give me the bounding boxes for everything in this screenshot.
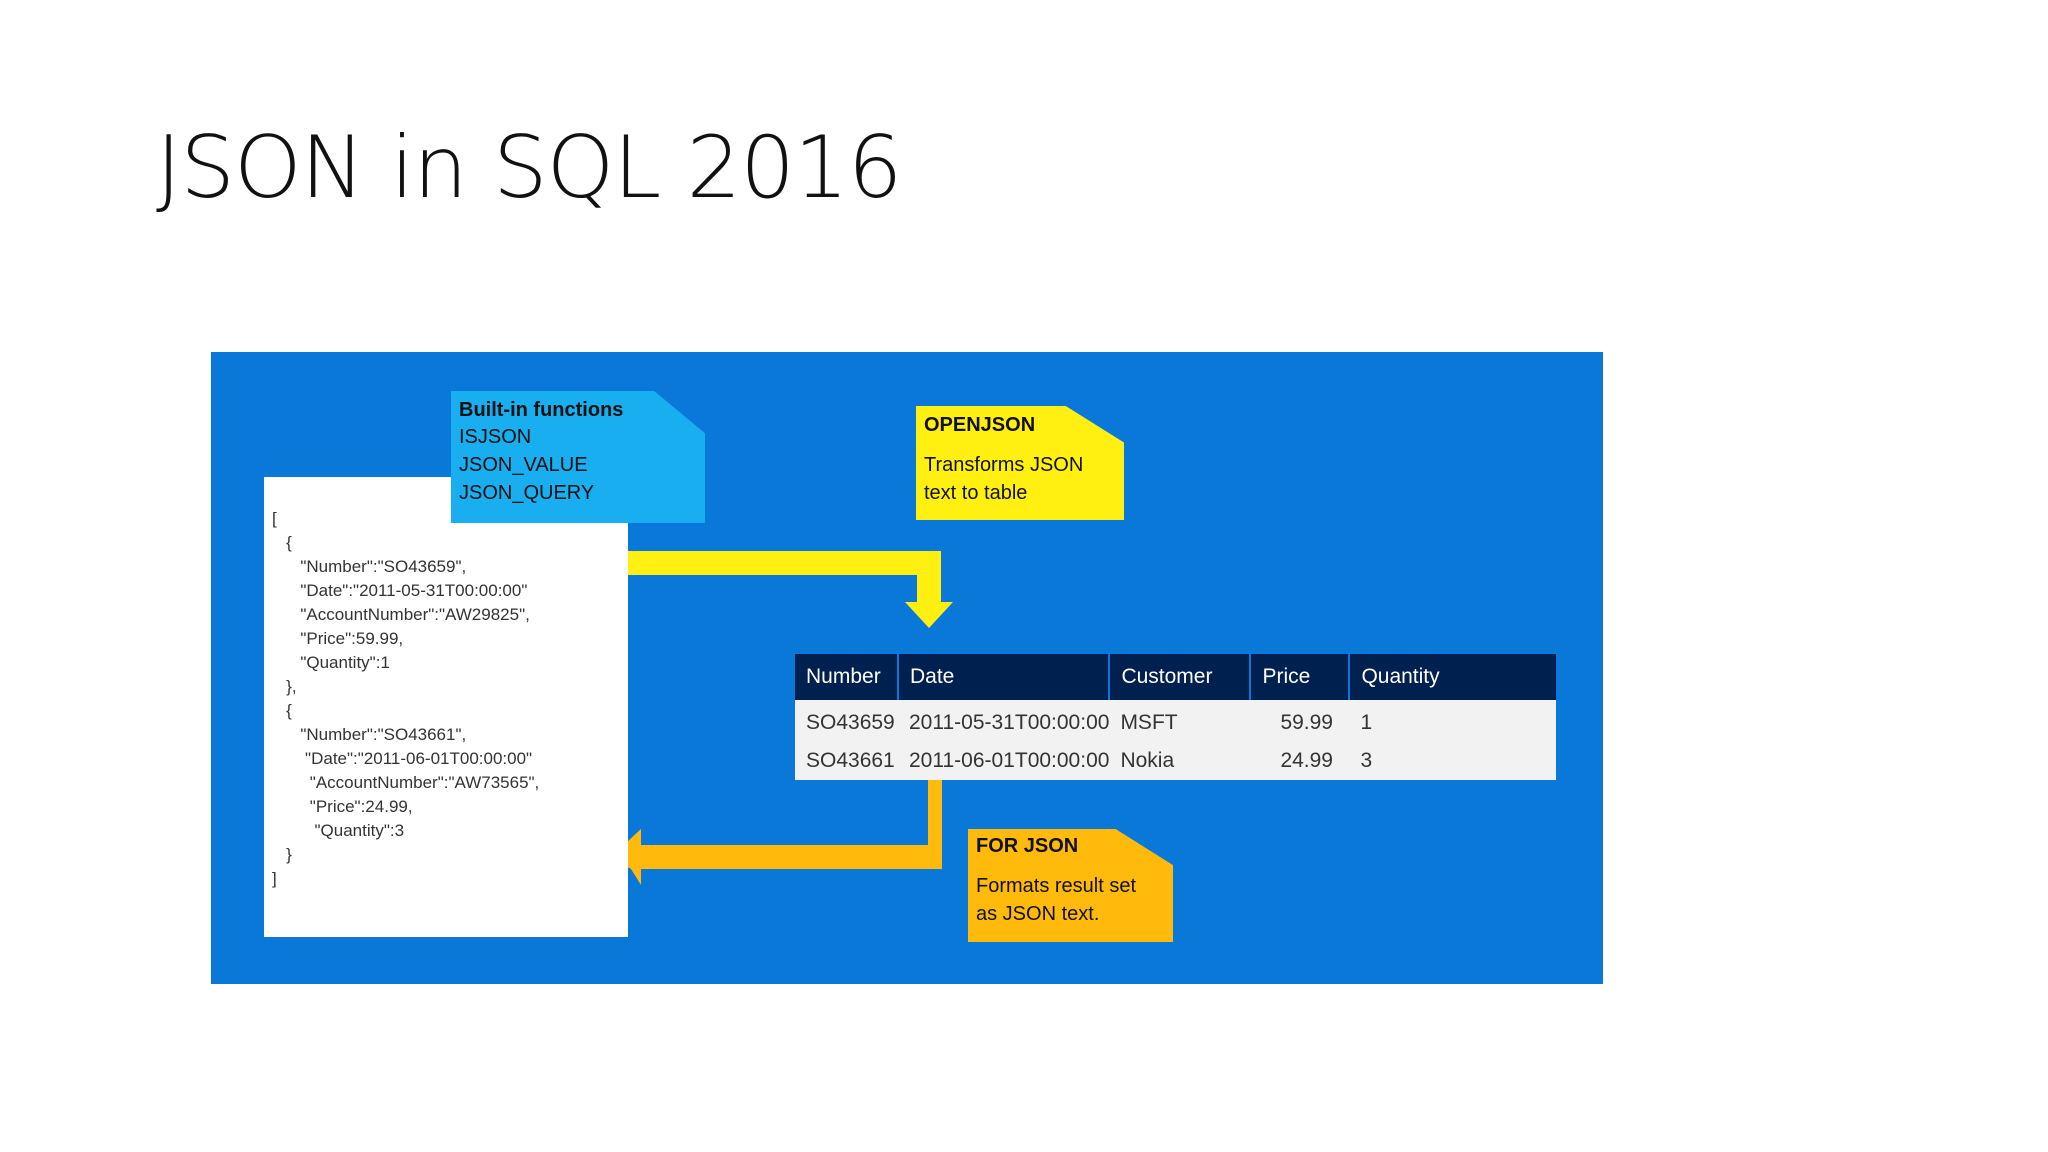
column-header: Customer (1109, 654, 1252, 700)
table-row: SO43659 2011-05-31T00:00:00 MSFT 59.99 1 (795, 700, 1556, 742)
column-header: Price (1250, 654, 1351, 700)
openjson-desc-line: Transforms JSON (924, 454, 1084, 476)
table-cell: 2011-06-01T00:00:00 (898, 742, 1110, 780)
json-line: }, (272, 677, 297, 696)
table-cell: 3 (1349, 742, 1556, 780)
openjson-title: OPENJSON (924, 414, 1036, 436)
json-line: "Number":"SO43661", (272, 725, 467, 744)
json-line: } (272, 845, 292, 864)
table-header-row: Number Date Customer Price Quantity (795, 654, 1556, 700)
table-cell: 24.99 (1250, 742, 1350, 780)
slide-title: JSON in SQL 2016 (156, 118, 902, 218)
table-cell: MSFT (1109, 700, 1251, 742)
openjson-arrow (628, 551, 953, 628)
table-cell: 59.99 (1250, 700, 1350, 742)
table-row: SO43661 2011-06-01T00:00:00 Nokia 24.99 … (795, 742, 1556, 780)
table-cell: Nokia (1109, 742, 1251, 780)
forjson-desc-line: as JSON text. (976, 903, 1100, 925)
builtin-function-item: ISJSON (459, 426, 532, 448)
openjson-description: Transforms JSON text to table (924, 451, 1116, 507)
json-line: "Price":59.99, (272, 629, 404, 648)
column-header: Number (795, 654, 899, 700)
forjson-callout: FOR JSON Formats result set as JSON text… (968, 829, 1173, 942)
builtin-functions-title: Built-in functions (459, 399, 624, 421)
forjson-desc-line: Formats result set (976, 875, 1137, 897)
table-cell: 2011-05-31T00:00:00 (898, 700, 1110, 742)
diagram-panel: [ { "Number":"SO43659", "Date":"2011-05-… (211, 352, 1603, 984)
table-cell: 1 (1349, 700, 1556, 742)
json-document: [ { "Number":"SO43659", "Date":"2011-05-… (264, 477, 628, 937)
column-header: Date (898, 654, 1111, 700)
forjson-arrow (611, 778, 942, 885)
table-cell: SO43659 (795, 700, 898, 742)
forjson-description: Formats result set as JSON text. (976, 872, 1165, 928)
json-line: "Date":"2011-05-31T00:00:00" (272, 581, 528, 600)
json-line: { (272, 533, 292, 552)
json-line: [ (272, 509, 277, 528)
json-line: "Date":"2011-06-01T00:00:00" (272, 749, 533, 768)
forjson-title: FOR JSON (976, 835, 1079, 857)
builtin-functions-callout: Built-in functions ISJSON JSON_VALUE JSO… (451, 391, 705, 523)
json-line: "Price":24.99, (272, 797, 413, 816)
column-header: Quantity (1349, 654, 1556, 700)
result-table: Number Date Customer Price Quantity SO43… (795, 654, 1556, 780)
json-line: "Quantity":1 (272, 653, 390, 672)
builtin-function-item: JSON_QUERY (459, 482, 595, 504)
openjson-callout: OPENJSON Transforms JSON text to table (916, 406, 1124, 520)
json-line: ] (272, 869, 277, 888)
json-line: "Number":"SO43659", (272, 557, 467, 576)
table-cell: SO43661 (795, 742, 898, 780)
openjson-desc-line: text to table (924, 482, 1028, 504)
json-line: "Quantity":3 (272, 821, 405, 840)
json-line: "AccountNumber":"AW73565", (272, 773, 540, 792)
builtin-function-item: JSON_VALUE (459, 454, 588, 476)
json-line: "AccountNumber":"AW29825", (272, 605, 530, 624)
json-line: { (272, 701, 292, 720)
